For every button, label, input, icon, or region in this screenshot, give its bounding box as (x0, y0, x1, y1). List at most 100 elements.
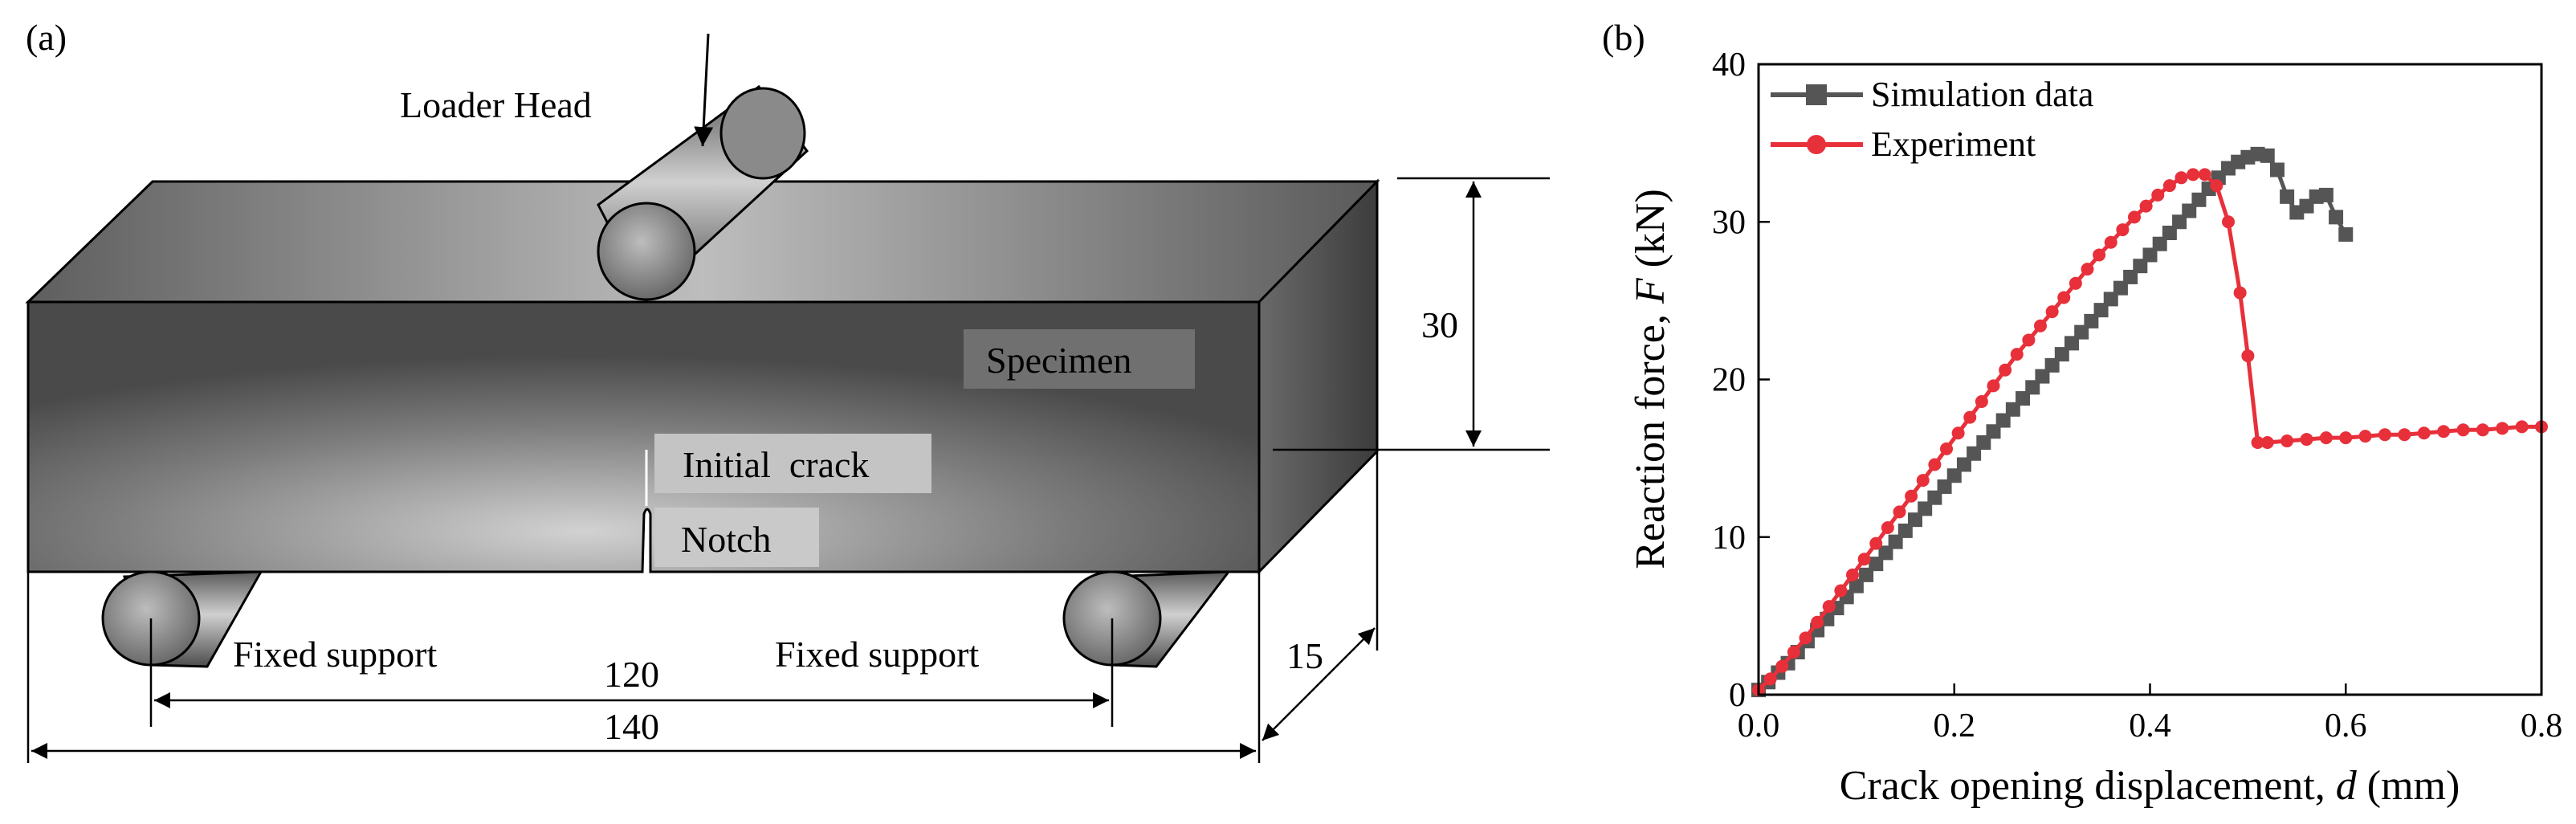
y-tick-label: 20 (1712, 362, 1746, 399)
data-point (2222, 215, 2235, 229)
data-point (1799, 631, 1812, 645)
crack-label: Initial crack (683, 444, 869, 485)
data-point (2378, 428, 2391, 442)
data-point (2172, 214, 2187, 230)
panel-a-label: (a) (26, 17, 67, 58)
dim-height-label: 30 (1421, 304, 1458, 345)
data-point (2319, 431, 2333, 445)
x-tick-label: 0.4 (2129, 708, 2171, 744)
data-point (1857, 553, 1871, 566)
data-point (2300, 433, 2313, 447)
data-point (2005, 402, 2020, 417)
data-point (2128, 210, 2141, 224)
y-tick-label: 10 (1712, 520, 1746, 557)
legend-experiment: Experiment (1771, 124, 2036, 164)
data-point (1888, 534, 1903, 549)
data-point (1967, 446, 1982, 461)
plot-frame (1757, 63, 2543, 696)
data-point (2358, 430, 2372, 443)
data-point (1905, 489, 1918, 503)
data-point (1995, 413, 2011, 428)
data-point (2022, 333, 2036, 347)
data-point (2437, 425, 2451, 439)
data-point (1918, 501, 1933, 516)
data-point (2016, 391, 2031, 406)
legend-simulation-label: Simulation data (1871, 75, 2093, 114)
data-point (2417, 426, 2431, 440)
dimension-lines (26, 177, 1550, 763)
data-point (2476, 423, 2489, 437)
specimen-beam (25, 178, 1380, 575)
data-point (1927, 490, 1942, 505)
data-point (1908, 512, 1922, 528)
y-axis-title: Reaction force, F (kN) (1628, 189, 1673, 569)
data-point (1946, 468, 1962, 483)
data-point (2152, 236, 2167, 251)
data-point (2133, 259, 2148, 274)
data-point (2233, 286, 2247, 300)
data-point (2260, 148, 2275, 163)
data-point (2081, 263, 2094, 276)
data-point (2338, 226, 2354, 242)
data-point (1893, 505, 1906, 519)
data-point (2093, 303, 2109, 318)
data-point (2339, 431, 2353, 445)
data-point (1999, 363, 2012, 377)
data-point (2198, 168, 2211, 182)
legend-experiment-label: Experiment (1871, 124, 2036, 164)
data-point (1951, 426, 1965, 440)
data-point (2151, 188, 2165, 202)
series-experiment (1752, 168, 2548, 697)
load-arrow (694, 33, 714, 147)
data-point (2162, 179, 2176, 193)
data-point (2035, 369, 2050, 384)
data-point (1787, 646, 1800, 659)
support-right-label: Fixed support (775, 634, 980, 675)
data-point (2103, 292, 2118, 307)
x-tick-label: 0.2 (1934, 708, 1976, 744)
data-point (1822, 600, 1836, 614)
data-point (2069, 276, 2082, 290)
legend-simulation: Simulation data (1771, 75, 2093, 114)
data-point (2054, 347, 2069, 362)
data-point (1940, 442, 1953, 455)
data-point (1869, 557, 1884, 572)
data-point (1956, 457, 1971, 472)
data-point (2057, 291, 2071, 304)
data-point (2034, 319, 2047, 332)
series-simulation (1751, 146, 2354, 698)
panel-a: (a) Loader Head Specimen Init (25, 17, 1550, 763)
data-point (2123, 269, 2138, 284)
data-point (2139, 199, 2153, 213)
dim-length-label: 140 (604, 706, 659, 747)
notch-label: Notch (681, 519, 771, 560)
data-point (2269, 162, 2285, 177)
data-point (2045, 305, 2059, 319)
x-tick-label: 0.8 (2521, 708, 2563, 744)
data-point (2280, 189, 2295, 204)
data-point (2398, 428, 2411, 442)
specimen-label: Specimen (986, 340, 1131, 381)
data-point (2260, 436, 2274, 449)
data-point (2142, 247, 2158, 263)
data-point (1937, 479, 1952, 494)
data-point (2074, 324, 2089, 340)
data-point (2241, 349, 2255, 363)
data-point (2010, 348, 2024, 361)
data-point (2515, 420, 2529, 434)
right-support-roller (1062, 570, 1232, 668)
y-tick-label: 0 (1729, 677, 1746, 714)
data-point (2318, 187, 2333, 202)
data-point (2210, 179, 2223, 193)
data-point (1763, 672, 1777, 686)
data-point (2496, 422, 2509, 435)
data-point (2187, 168, 2200, 182)
dim-span-label: 120 (604, 654, 659, 695)
specimen-label-box (964, 329, 1195, 389)
data-point (1878, 545, 1893, 561)
legend: Simulation data Experiment (1771, 75, 2093, 164)
data-point (2280, 434, 2294, 448)
data-point (2084, 313, 2099, 328)
